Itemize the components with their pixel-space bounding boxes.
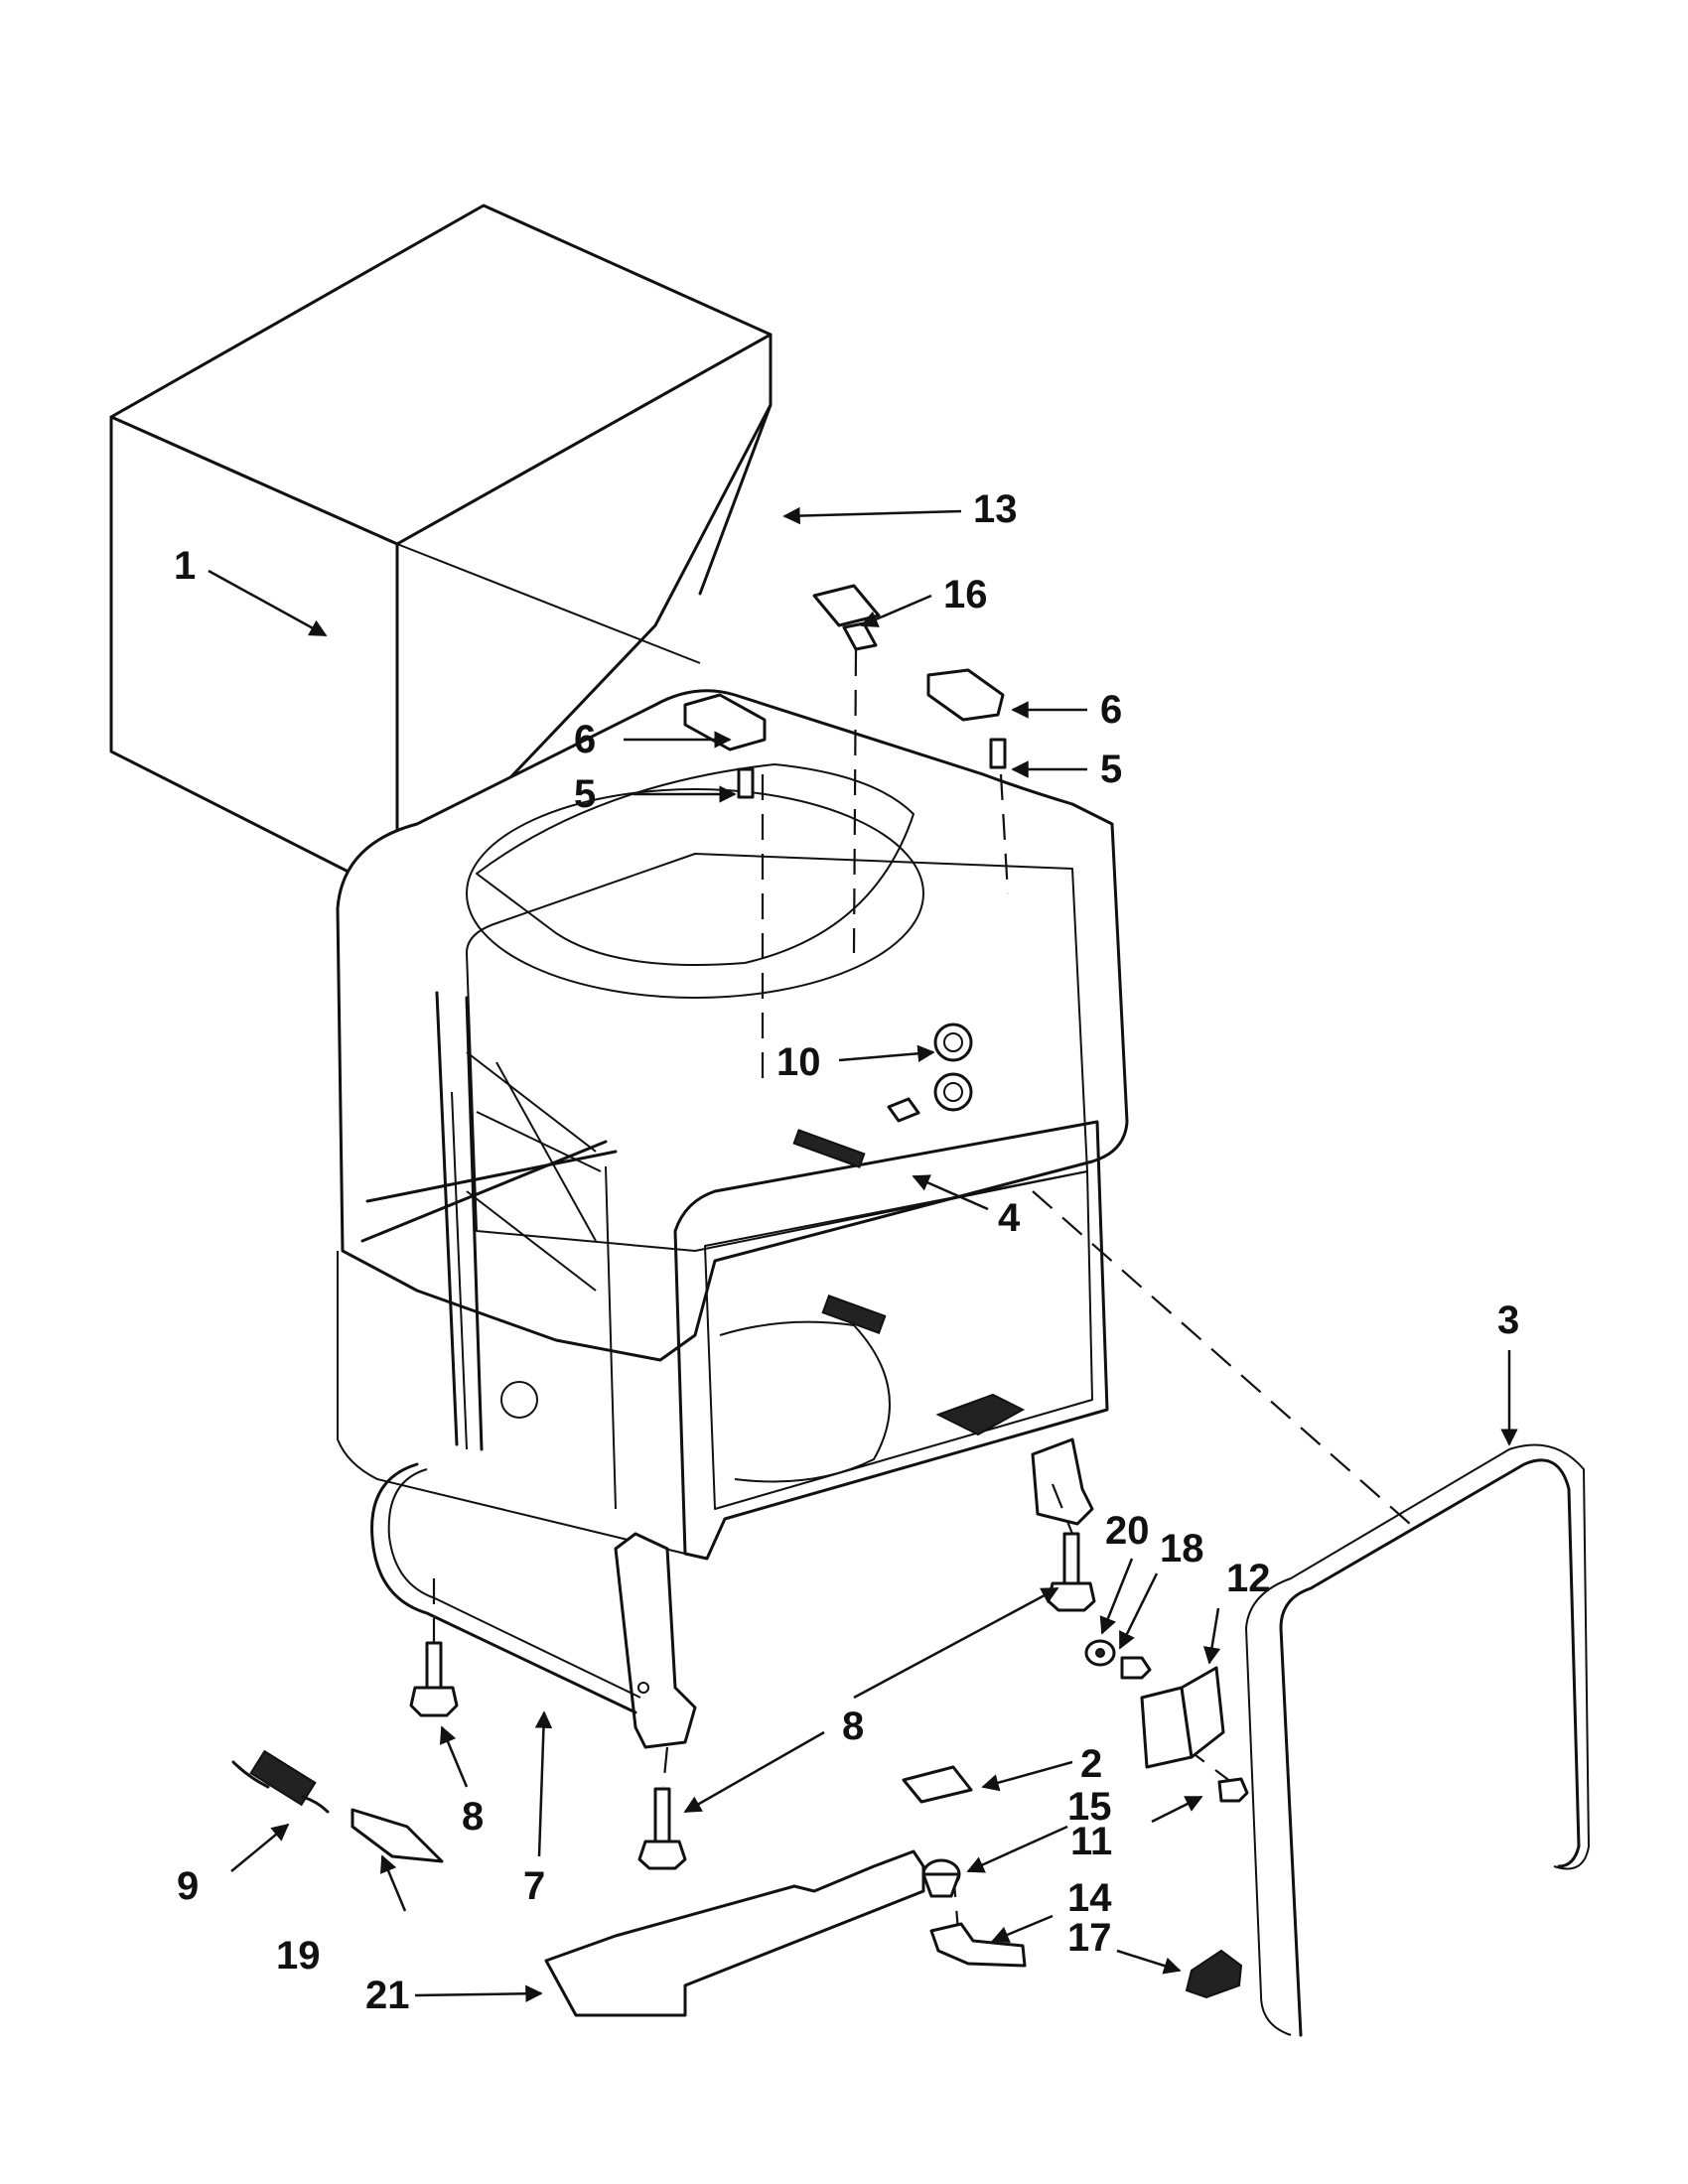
callout-6b: 6: [1100, 688, 1122, 732]
callout-1: 1: [174, 544, 196, 588]
spring-part-9: [231, 1749, 330, 1814]
callout-5a: 5: [574, 772, 596, 816]
door-gasket-part: [1279, 1458, 1581, 2037]
leg-bracket-left: [614, 1532, 697, 1749]
callout-9: 9: [177, 1864, 199, 1908]
screw-part: [737, 738, 1007, 799]
callout-14: 14: [1067, 1876, 1112, 1920]
callout-15: 15: [1067, 1785, 1112, 1829]
callout-17: 17: [1067, 1916, 1112, 1960]
fitting-part: [933, 1023, 973, 1112]
washer-part-20: [1084, 1639, 1116, 1667]
leveling-leg-part: [409, 1532, 1096, 1870]
clip-part-17: [1185, 1949, 1243, 1999]
callout-8a: 8: [842, 1705, 864, 1748]
drain-hose-part: [370, 1462, 637, 1714]
insulation-blanket-part: [109, 204, 773, 898]
bracket-part-12: [1140, 1666, 1225, 1769]
callout-12: 12: [1226, 1557, 1271, 1600]
callout-6a: 6: [574, 718, 596, 761]
callout-19: 19: [276, 1934, 321, 1978]
switch-part-15: [921, 1858, 961, 1898]
callout-7: 7: [523, 1864, 545, 1908]
rack-frame: [360, 991, 618, 1451]
callout-21: 21: [365, 1974, 410, 2017]
leader-lines: [208, 506, 1518, 2002]
pad-part-19: [351, 1808, 444, 1863]
tub-part: [336, 689, 1129, 1561]
callout-3: 3: [1497, 1298, 1519, 1342]
label-part-2: [902, 1765, 973, 1804]
callout-labels: 1 2 3 4 5 5 6 6 7 8 8 9 10 11 12 13 14 1…: [174, 487, 1519, 2017]
callout-4: 4: [998, 1196, 1021, 1240]
clip-part-16: [812, 584, 881, 651]
shield-part-21: [544, 1849, 925, 2017]
callout-16: 16: [943, 573, 988, 616]
callout-18: 18: [1160, 1527, 1204, 1570]
callout-8b: 8: [462, 1795, 484, 1839]
callout-5b: 5: [1100, 748, 1122, 791]
callout-10: 10: [776, 1040, 821, 1084]
screw-part-11: [1217, 1777, 1249, 1803]
callout-20: 20: [1105, 1509, 1150, 1553]
bracket-part-14: [929, 1922, 1027, 1968]
hinge-bracket-part: [683, 668, 1005, 751]
screw-part-18: [1120, 1656, 1152, 1680]
callout-13: 13: [973, 487, 1018, 531]
callout-11: 11: [1070, 1820, 1112, 1863]
callout-2: 2: [1080, 1742, 1102, 1786]
leg-bracket-right: [1031, 1437, 1094, 1526]
